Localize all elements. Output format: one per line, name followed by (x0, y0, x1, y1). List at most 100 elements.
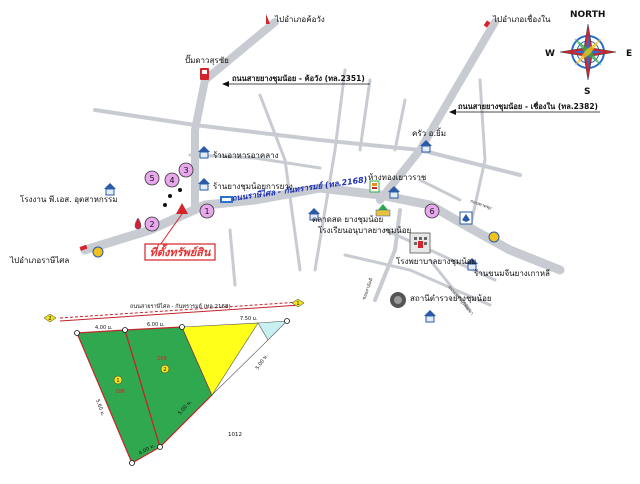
plot-corners (74, 318, 290, 466)
dim-side-3: 5.00 ม. (255, 353, 270, 371)
plan-marker-left: 2 (43, 313, 57, 323)
house-icon (308, 208, 320, 221)
road-2351 (191, 18, 279, 214)
road-secondary-7 (373, 208, 402, 302)
label-market: ตลาดสด ยางชุมน้อย (312, 215, 383, 224)
label-road-2351: ถนนสายยางชุมน้อย - ค้อวัง (ทล.2351) (232, 74, 365, 83)
marker-dots (163, 188, 182, 207)
svg-text:1: 1 (116, 378, 119, 384)
road-secondary-9 (343, 253, 492, 307)
road-secondary-2 (258, 93, 302, 272)
plot-2-number: 105 (157, 356, 167, 362)
direction-arrows (79, 14, 491, 251)
convenience-store-icon (369, 180, 380, 193)
dest-ko-wang: ไปอำเภอค้อวัง (274, 15, 325, 24)
road-secondary-10 (428, 258, 472, 312)
label-noodle-shop: ร้านขนมจีนยางเกาหลี (474, 269, 550, 278)
compass-south: S (584, 87, 590, 97)
road-secondary-11 (188, 153, 322, 170)
compass-north: NORTH (570, 10, 605, 20)
emblem-icon (92, 231, 500, 258)
svg-text:5: 5 (149, 174, 154, 183)
dim-top-2: 6.00 ม. (147, 322, 165, 328)
dim-side-1: 5.60 ม. (94, 399, 106, 418)
house-icon (420, 140, 432, 153)
house-icon (388, 186, 400, 199)
temple-icon (375, 204, 391, 217)
police-station-icon (390, 292, 406, 308)
house-icon (424, 310, 436, 323)
svg-text:2: 2 (163, 367, 166, 373)
marker-4: 4 (164, 172, 180, 188)
arrow-rasi-salai-icon (79, 244, 88, 251)
label-vertical-road: ซอยสามัคคี (361, 277, 374, 300)
compass-east: E (626, 49, 632, 59)
property-label-box: ที่ตั้งทรัพย์สิน (144, 243, 216, 261)
marker-6: 6 (424, 203, 440, 219)
dest-khueang-nai: ไปอำเภอเชื่องใน (492, 13, 551, 24)
plan-road-title: ถนนสายราษีไศล - กันทรารมย์ (ทล.2168) (130, 303, 231, 310)
svg-text:6: 6 (429, 207, 434, 216)
label-kitchen: ครัว อ.ยิ้ม (412, 127, 446, 138)
house-icons (104, 140, 478, 323)
label-gas-station: ปั๊มดาวสุรชัย (185, 54, 229, 65)
marker-3: 3 (178, 162, 194, 178)
road-secondary-5 (393, 98, 407, 152)
marker-5: 5 (144, 170, 160, 186)
label-restaurant: ร้านอาหารอาคลาง (213, 151, 279, 160)
svg-text:1: 1 (296, 301, 299, 307)
compass-west: W (545, 49, 555, 59)
label-gold-shop: ห้างทองเยาวราช (368, 173, 427, 182)
water-drop-icon (134, 217, 142, 230)
svg-text:4: 4 (169, 176, 174, 185)
plot-cyan (257, 320, 288, 341)
plot-1-marker: 1 (113, 375, 123, 385)
road-network (80, 18, 565, 312)
dim-top-3: 7.50 ม. (240, 316, 258, 322)
marker-2: 2 (144, 216, 160, 232)
road-labels: ถนนสายยางชุมน้อย - ค้อวัง (ทล.2351) ถนนส… (222, 74, 600, 317)
road-secondary-4 (358, 78, 372, 152)
property-location-icon (176, 203, 188, 214)
road-secondary-12 (228, 228, 237, 287)
marker-1: 1 (199, 203, 215, 219)
svg-text:2: 2 (149, 220, 154, 229)
map-markers: 1 2 3 4 5 6 (144, 162, 440, 232)
plot-2-marker: 2 (160, 364, 170, 374)
plan-marker-right: 1 (291, 298, 305, 308)
arrow-khueang-nai-icon (483, 20, 491, 28)
plan-road-line (59, 301, 301, 319)
plan-bottom-code: 1012 (228, 432, 242, 438)
label-factory: โรงงาน พี.เอส. อุตสาหกรรม (20, 194, 118, 204)
road-secondary-13 (418, 178, 462, 202)
hospital-icon (409, 232, 431, 254)
bank-icon (459, 211, 473, 225)
plot-yellow (181, 322, 259, 396)
plot-1-number: 106 (115, 389, 125, 395)
label-health-center: สถานีตำรวจยางชุมน้อย (410, 294, 492, 303)
house-icon (198, 146, 210, 159)
plot-plan: ถนนสายราษีไศล - กันทรารมย์ (ทล.2168) 2 1… (43, 298, 305, 466)
svg-text:1: 1 (204, 207, 209, 216)
dest-rasi-salai: ไปอำเภอราษีไศล (9, 256, 69, 265)
dim-top-1: 4.00 ม. (95, 325, 113, 331)
label-rubber-shop: ร้านยางชุมน้อยการยาง (213, 182, 293, 191)
road-2382 (376, 18, 499, 204)
compass-rose: NORTH W E S (545, 10, 632, 97)
label-school: โรงเรียนอนุบาลยางชุมน้อย (318, 225, 411, 235)
road-secondary-6 (468, 78, 487, 230)
arrow-ko-wang-icon (266, 14, 270, 24)
label-road-2382: ถนนสายยางชุมน้อย - เชื่องใน (ทล.2382) (458, 100, 598, 111)
property-label: ที่ตั้งทรัพย์สิน (150, 244, 211, 259)
road-secondary-1 (93, 108, 522, 177)
road-secondary-3 (313, 68, 347, 272)
label-hospital: โรงพยาบาลยางชุมน้อย (396, 256, 476, 266)
svg-text:3: 3 (183, 166, 188, 175)
house-icon (104, 183, 116, 196)
house-icon (198, 178, 210, 191)
info-sign-icon (220, 196, 233, 203)
svg-text:2: 2 (48, 316, 51, 322)
house-icon (466, 258, 478, 271)
